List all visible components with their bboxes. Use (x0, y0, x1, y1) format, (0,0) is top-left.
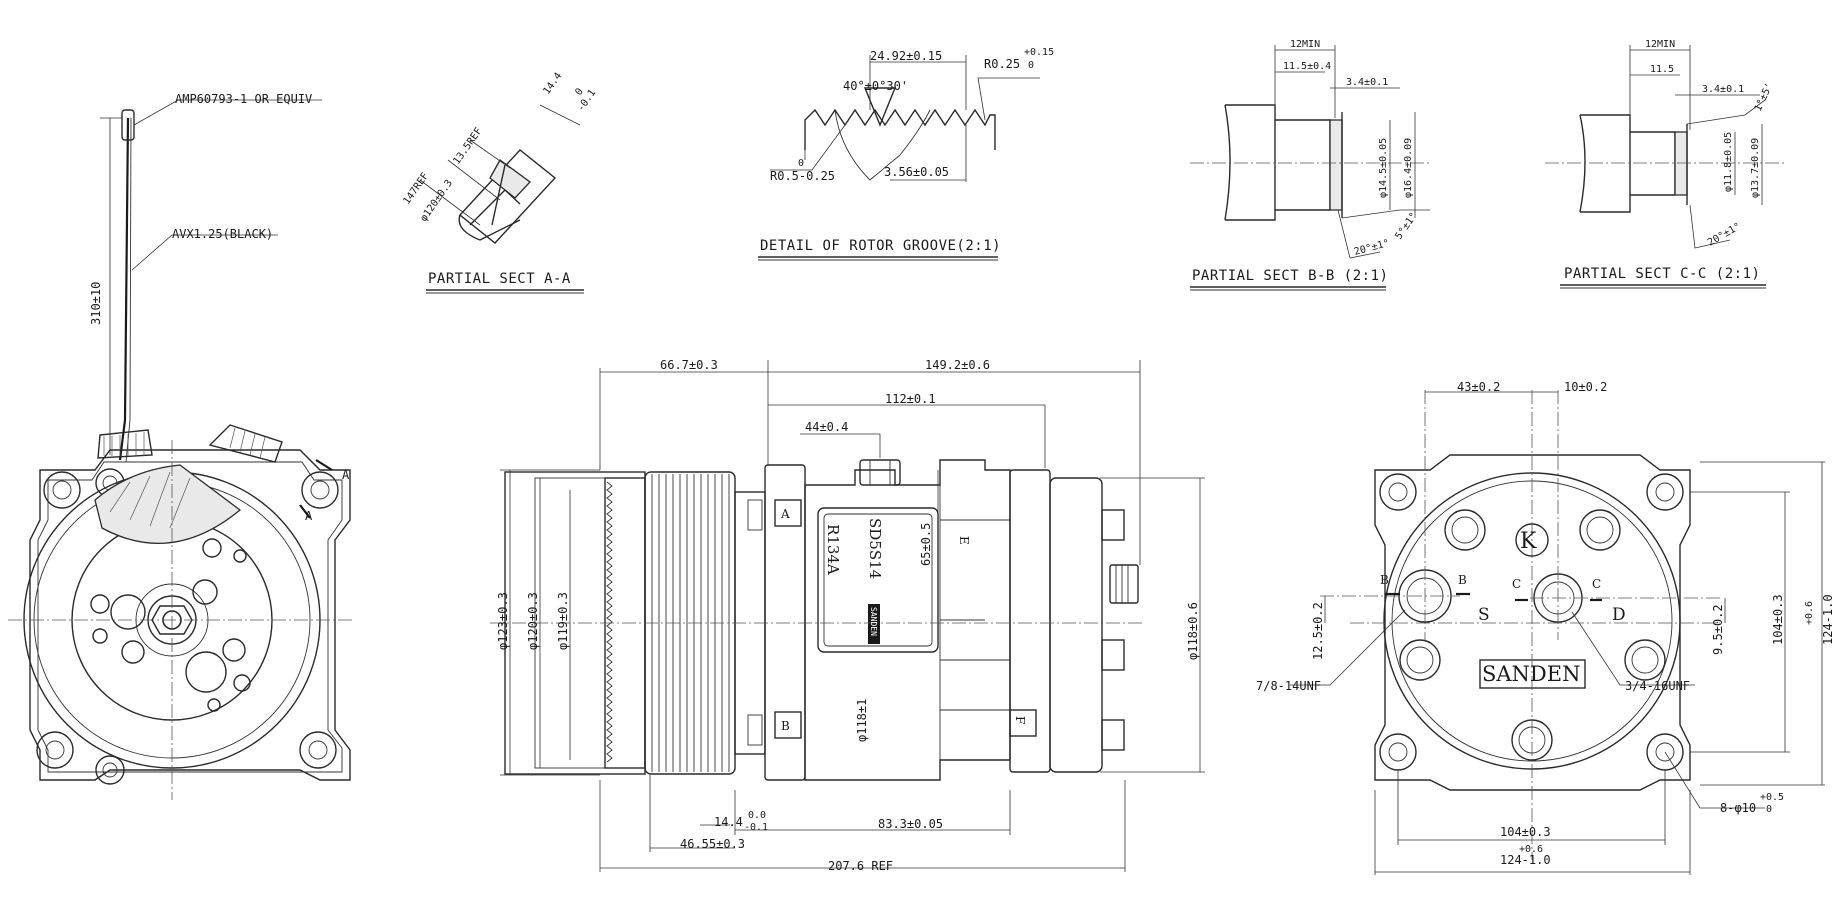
sect-c-dim-137: φ13.7±0.09 (1750, 138, 1761, 198)
rear-dim-124-b-tol: +0.6 (1519, 844, 1543, 855)
holes-tol-lower: 0 (1766, 804, 1772, 815)
letter-k: K (1520, 529, 1537, 554)
dim-d118-body: φ118±1 (855, 699, 869, 742)
partial-section-c-c: 12MIN 11.5 3.4±0.1 1°±5' φ11.8±0.05 φ13.… (1545, 39, 1785, 289)
groove-bottom-radius-tol: 0 (798, 158, 804, 169)
thread-discharge: 3/4-16UNF (1625, 679, 1690, 693)
port-f: F (1013, 716, 1027, 724)
rear-dim-9-5: 9.5±0.2 (1711, 604, 1725, 655)
wire-label: AVX1.25(BLACK) (172, 227, 273, 241)
sect-c-dim-115: 11.5 (1650, 64, 1674, 75)
groove-pitch-dim: 24.92±0.15 (870, 49, 942, 63)
holes-tol-upper: +0.5 (1760, 792, 1784, 803)
groove-top-radius-tol-lower: 0 (1028, 60, 1034, 71)
letter-b-right: B (1458, 573, 1467, 587)
dim-65: 65±0.5 (919, 523, 933, 566)
sect-b-title: PARTIAL SECT B-B (2:1) (1192, 268, 1388, 284)
brand-badge: SANDEN (869, 607, 878, 636)
rear-dim-124-v: 124-1.0 (1821, 594, 1835, 645)
letter-s: S (1478, 605, 1490, 625)
side-view-center: 66.7±0.3 149.2±0.6 112±0.1 44±0.4 65±0.5… (490, 358, 1205, 873)
dim-207-6: 207.6 REF (828, 859, 893, 873)
rear-dim-10: 10±0.2 (1564, 380, 1607, 394)
sect-c-title: PARTIAL SECT C-C (2:1) (1564, 266, 1760, 282)
sect-a-dim-144-tol-upper: 0 (573, 86, 585, 97)
sect-b-dim-164: φ16.4±0.09 (1403, 138, 1414, 198)
rear-dim-124-v-tol: +0.6 (1804, 601, 1815, 625)
front-view-left: AMP60793-1 OR EQUIV AVX1.25(BLACK) 310±1… (8, 92, 355, 800)
dim-112: 112±0.1 (885, 392, 936, 406)
sect-b-dim-angle-20: 20°±1° (1353, 238, 1391, 258)
dim-46-55: 46.55±0.3 (680, 837, 745, 851)
dim-d118-right: φ118±0.6 (1186, 602, 1200, 660)
wire-length-dim: 310±10 (89, 282, 103, 325)
rear-dim-43: 43±0.2 (1457, 380, 1500, 394)
groove-bottom-radius: R0.5-0.25 (770, 169, 835, 183)
sanden-logo: SANDEN (1482, 662, 1580, 686)
rotor-groove-title: DETAIL OF ROTOR GROOVE(2:1) (760, 238, 1001, 254)
sect-b-dim-12min: 12MIN (1290, 39, 1320, 50)
port-e: E (957, 536, 971, 545)
model-label: SD5S14 (866, 518, 884, 579)
dim-d119: φ119±0.3 (556, 592, 570, 650)
dim-44: 44±0.4 (805, 420, 848, 434)
sect-c-dim-118: φ11.8±0.05 (1723, 132, 1734, 192)
connector-label: AMP60793-1 OR EQUIV (175, 92, 312, 106)
dim-d120: φ120±0.3 (526, 592, 540, 650)
partial-section-b-b: 12MIN 11.5±0.4 3.4±0.1 φ14.5±0.05 φ16.4±… (1190, 39, 1430, 291)
sect-c-dim-12min: 12MIN (1645, 39, 1675, 50)
rear-dim-12-5: 12.5±0.2 (1311, 602, 1325, 660)
sect-c-dim-angle-1: 1°±5' (1753, 81, 1776, 113)
sect-c-dim-angle-20: 20°±1° (1706, 221, 1743, 249)
holes-callout: 8-φ10 (1720, 801, 1756, 815)
rear-dim-104-b: 104±0.3 (1500, 825, 1551, 839)
sect-b-dim-34: 3.4±0.1 (1346, 77, 1388, 88)
sect-a-title: PARTIAL SECT A-A (428, 271, 571, 287)
letter-c-left: C (1512, 577, 1521, 591)
letter-c-right: C (1592, 577, 1601, 591)
sect-c-dim-34: 3.4±0.1 (1702, 84, 1744, 95)
rear-dim-104-v: 104±0.3 (1771, 594, 1785, 645)
detail-rotor-groove: 24.92±0.15 40°±0°30' R0.25 +0.15 0 R0.5-… (758, 47, 1054, 261)
letter-d: D (1612, 605, 1626, 625)
dim-d123: φ123±0.3 (496, 592, 510, 650)
dim-14-4-tol-lower: -0.1 (744, 822, 768, 833)
dim-14-4: 14.4 (714, 815, 743, 829)
port-a: A (780, 507, 790, 521)
groove-pitch-small: 3.56±0.05 (884, 165, 949, 179)
sect-a-dim-144: 14.4 (541, 71, 564, 97)
rear-view-right: 43±0.2 10±0.2 12.5±0.2 9.5±0.2 104±0.3 1… (1256, 380, 1835, 875)
port-b: B (781, 719, 790, 733)
section-mark-a-top: A (342, 468, 350, 482)
groove-top-radius-tol-upper: +0.15 (1024, 47, 1054, 58)
dim-66-7: 66.7±0.3 (660, 358, 718, 372)
dim-14-4-tol-upper: 0.0 (748, 810, 766, 821)
dim-149-2: 149.2±0.6 (925, 358, 990, 372)
sect-b-dim-angle-5: 5°±1° (1393, 211, 1419, 242)
thread-suction: 7/8-14UNF (1256, 679, 1321, 693)
dim-83-3: 83.3±0.05 (878, 817, 943, 831)
partial-section-a-a: 147REF 13.5REF 14.4 -0.1 0 φ120±0.3 PART… (401, 71, 598, 294)
letter-b-left: B (1380, 573, 1389, 587)
refrigerant-label: R134A (824, 524, 842, 575)
section-mark-a-bottom: A (305, 509, 313, 523)
sect-a-dim-147: 147REF (401, 171, 431, 207)
rear-dim-124-b: 124-1.0 (1500, 853, 1551, 867)
sect-b-dim-115: 11.5±0.4 (1283, 61, 1331, 72)
groove-angle-dim: 40°±0°30' (843, 79, 908, 93)
sect-b-dim-145: φ14.5±0.05 (1378, 138, 1389, 198)
groove-top-radius: R0.25 (984, 57, 1020, 71)
